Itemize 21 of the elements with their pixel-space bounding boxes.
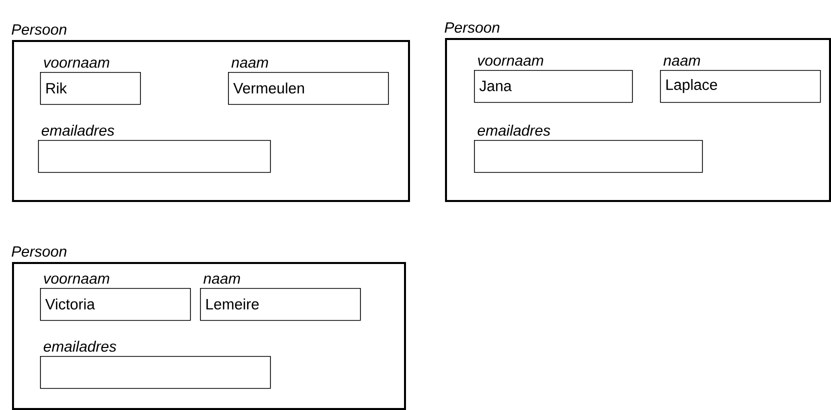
value-field: Victoria [40,288,191,321]
field-label: emailadres [42,124,114,136]
empty-field [40,356,271,389]
field-label: emailadres [44,340,116,352]
field-label: naam [231,60,268,68]
value-field: Rik [40,72,141,105]
field-label: naam [663,58,700,66]
value-field: Laplace [660,70,821,103]
empty-field [474,140,703,173]
value-field: Vermeulen [228,72,389,105]
field-label: emailadres [478,124,550,136]
value-field: Lemeire [200,288,361,321]
node-label: Persoon [444,22,500,33]
field-label: voornaam [44,60,110,68]
field-label: voornaam [478,58,544,66]
node-label: Persoon [12,24,66,35]
value-field: Jana [474,70,633,103]
node-label: Persoon [12,246,66,257]
field-label: voornaam [44,276,110,284]
empty-field [38,140,271,173]
field-label: naam [203,276,240,284]
